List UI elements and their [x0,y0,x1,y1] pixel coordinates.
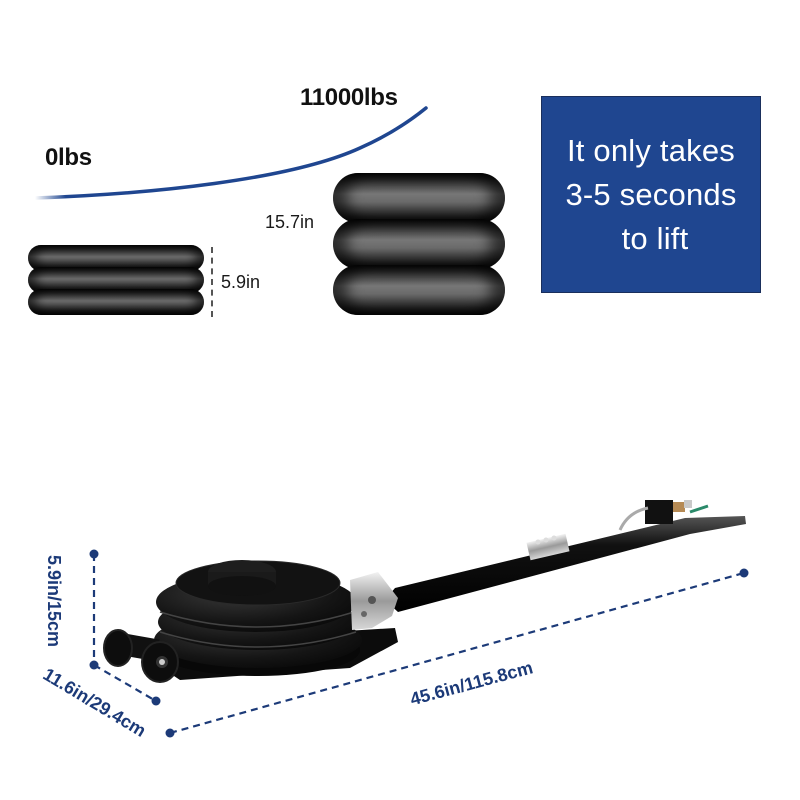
compressed-height-label: 5.9in [221,272,261,292]
compressed-height-marker [211,247,213,317]
dimension-lines [92,554,745,735]
jack-air-bag [154,560,362,676]
load-end-label: 11000lbs [300,84,398,111]
jack-bracket [350,572,398,630]
dimension-endpoints [89,549,749,738]
jack-handle [385,500,746,612]
bag-ring [333,265,505,315]
lift-time-info-box: It only takes 3-5 seconds to lift [541,96,761,293]
load-start-label: 0lbs [45,144,92,171]
info-line-2: 3-5 seconds [565,176,737,212]
info-line-3: to lift [621,220,689,256]
bag-ring [28,289,204,315]
height-dimension-label: 5.9in/15cm [44,555,64,648]
bag-ring [333,219,505,269]
extended-height-label: 15.7in [265,212,315,232]
extended-air-bag [333,173,505,315]
bag-ring [333,173,505,223]
bag-ring [28,245,204,271]
info-line-1: It only takes [566,132,735,168]
length-dimension-line [169,571,745,735]
jack-wheels [103,629,179,683]
bag-ring [28,267,204,293]
compressed-air-bag [28,245,206,317]
